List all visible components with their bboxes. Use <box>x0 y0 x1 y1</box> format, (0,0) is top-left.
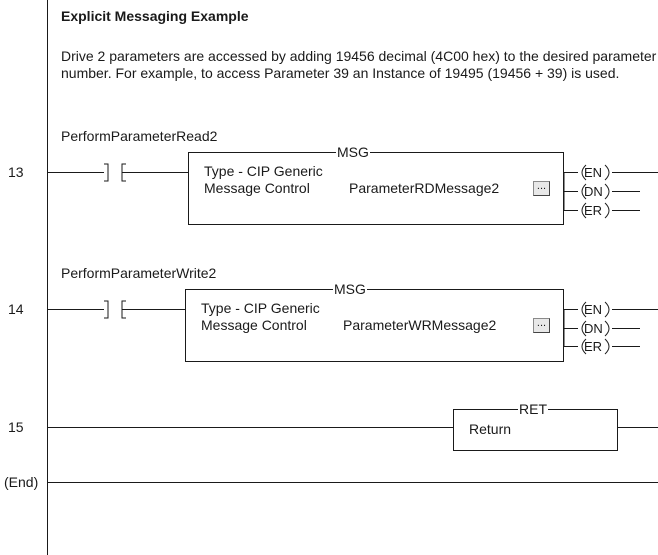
message-control-tag[interactable]: ParameterRDMessage2 <box>349 180 500 196</box>
end-label: (End) <box>4 474 39 490</box>
return-label: Return <box>469 421 512 437</box>
contact-tag-label[interactable]: PerformParameterWrite2 <box>61 265 217 281</box>
output-er: ER <box>584 203 603 218</box>
output-er: ER <box>584 339 603 354</box>
msg-instruction-block[interactable]: MSG Type - CIP Generic Message Control P… <box>188 144 564 225</box>
output-dn: DN <box>584 321 603 336</box>
message-control-label: Message Control <box>204 180 310 196</box>
description-text: Drive 2 parameters are accessed by addin… <box>61 48 657 81</box>
msg-type-label: Type - CIP Generic <box>204 163 323 179</box>
rung-number: 14 <box>8 301 24 317</box>
message-control-tag[interactable]: ParameterWRMessage2 <box>343 317 497 333</box>
instruction-name: MSG <box>336 144 370 160</box>
rung-number: 13 <box>8 164 24 180</box>
rung-number: 15 <box>8 419 24 435</box>
output-en: EN <box>584 302 603 317</box>
page-title: Explicit Messaging Example <box>61 8 249 24</box>
msg-instruction-block[interactable]: MSG Type - CIP Generic Message Control P… <box>185 281 564 362</box>
msg-type-label: Type - CIP Generic <box>201 300 320 316</box>
msg-config-button[interactable]: ... <box>533 181 550 196</box>
contact-tag-label[interactable]: PerformParameterRead2 <box>61 128 218 144</box>
output-dn: DN <box>584 184 603 199</box>
ret-instruction-block[interactable]: RET Return <box>453 401 618 451</box>
message-control-label: Message Control <box>201 317 307 333</box>
instruction-name: MSG <box>333 281 367 297</box>
output-en: EN <box>584 165 603 180</box>
instruction-name: RET <box>518 401 548 417</box>
msg-config-button[interactable]: ... <box>533 318 550 333</box>
